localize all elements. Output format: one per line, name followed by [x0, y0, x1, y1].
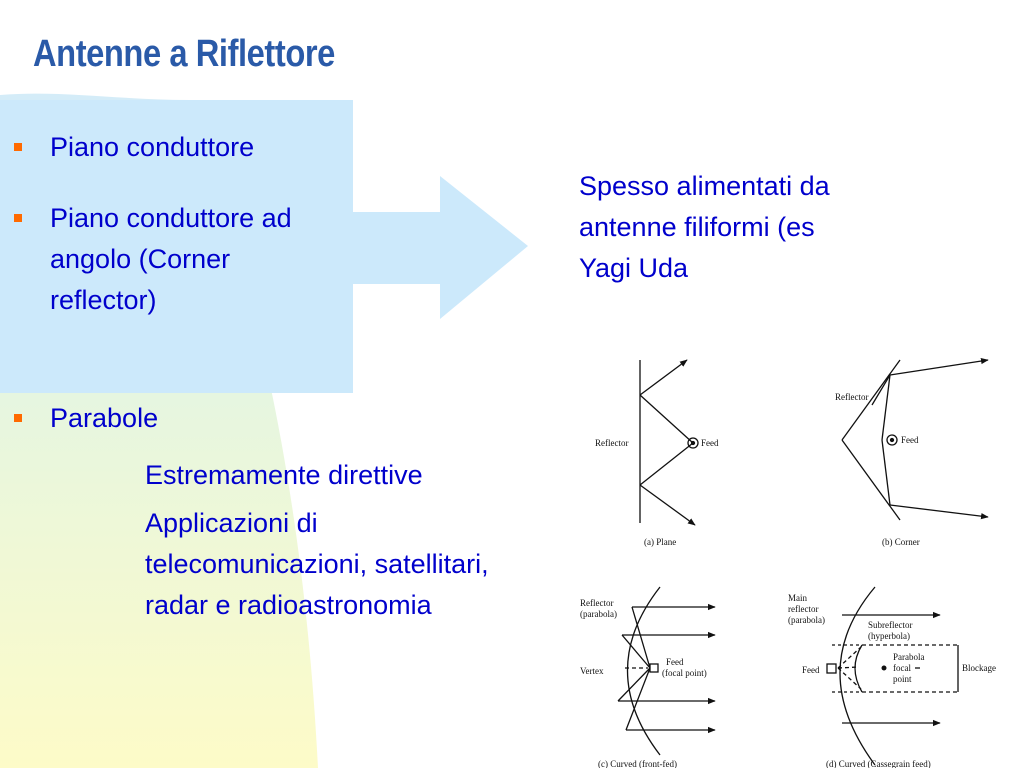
bullet-text-line: Piano conduttore ad — [50, 203, 292, 233]
sub-item-line: Applicazioni di — [145, 508, 318, 538]
bullet-piano-conduttore: Piano conduttore — [14, 127, 255, 168]
front-fed-caption: (c) Curved (front-fed) — [598, 759, 677, 768]
corner-feed-label: Feed — [901, 435, 919, 445]
hyperbola-label: (hyperbola) — [868, 631, 910, 641]
feed-note: Spesso alimentati da antenne filiformi (… — [579, 166, 919, 289]
arrow-shape — [0, 100, 528, 393]
front-fed-vertex-label: Vertex — [580, 666, 604, 676]
bullet-text: Piano conduttore — [50, 132, 255, 162]
corner-caption: (b) Corner — [882, 537, 920, 547]
feed-note-line: Yagi Uda — [579, 253, 689, 283]
bullet-marker — [14, 214, 22, 222]
cassegrain-main-label: Main — [788, 593, 807, 603]
corner-reflector-label: Reflector — [835, 392, 868, 402]
feed-note-line: antenne filiformi (es — [579, 212, 815, 242]
plane-feed-label: Feed — [701, 438, 719, 448]
sub-item-direttive: Estremamente direttive — [145, 460, 423, 490]
sub-item-line: radar e radioastronomia — [145, 590, 432, 620]
bullet-marker — [14, 414, 22, 422]
plane-reflector-label: Reflector — [595, 438, 628, 448]
front-fed-parabola-label: (parabola) — [580, 609, 617, 619]
subreflector-label: Subreflector — [868, 620, 912, 630]
bullet-text: Parabole — [50, 403, 159, 433]
cassegrain-reflector-label: reflector — [788, 604, 818, 614]
plane-caption: (a) Plane — [644, 537, 676, 547]
diagram-front-fed — [617, 586, 716, 756]
cassegrain-parabola-label: (parabola) — [788, 615, 825, 625]
page-title: Antenne a Riflettore — [33, 33, 335, 75]
diagram-cassegrain — [826, 586, 959, 766]
cassegrain-feed-label: Feed — [802, 665, 820, 675]
reflector-diagrams: Reflector Feed (a) Plane Reflector Feed … — [580, 357, 996, 768]
bullet-text-line: reflector) — [50, 285, 157, 315]
focal-point-label-2: focal — [893, 663, 911, 673]
focal-point-dot — [881, 665, 887, 671]
diagram-corner — [841, 357, 989, 521]
sub-item-line: telecomunicazioni, satellitari, — [145, 549, 489, 579]
sub-item-applicazioni: Applicazioni di telecomunicazioni, satel… — [145, 503, 489, 626]
bullet-text-line: angolo (Corner — [50, 244, 231, 274]
bullet-marker — [14, 143, 22, 151]
bullet-corner-reflector: Piano conduttore ad angolo (Corner refle… — [14, 198, 292, 321]
front-fed-reflector-label: Reflector — [580, 598, 613, 608]
bullet-parabole: Parabole — [14, 398, 159, 439]
cassegrain-caption: (d) Curved (Cassegrain feed) — [826, 759, 931, 768]
front-fed-feed-label: Feed — [666, 657, 684, 667]
diagram-plane — [639, 359, 699, 526]
focal-point-label-3: point — [893, 674, 912, 684]
focal-point-label-1: Parabola — [893, 652, 925, 662]
feed-note-line: Spesso alimentati da — [579, 171, 830, 201]
front-fed-focal-label: (focal point) — [662, 668, 707, 678]
blockage-label: Blockage — [962, 663, 996, 673]
